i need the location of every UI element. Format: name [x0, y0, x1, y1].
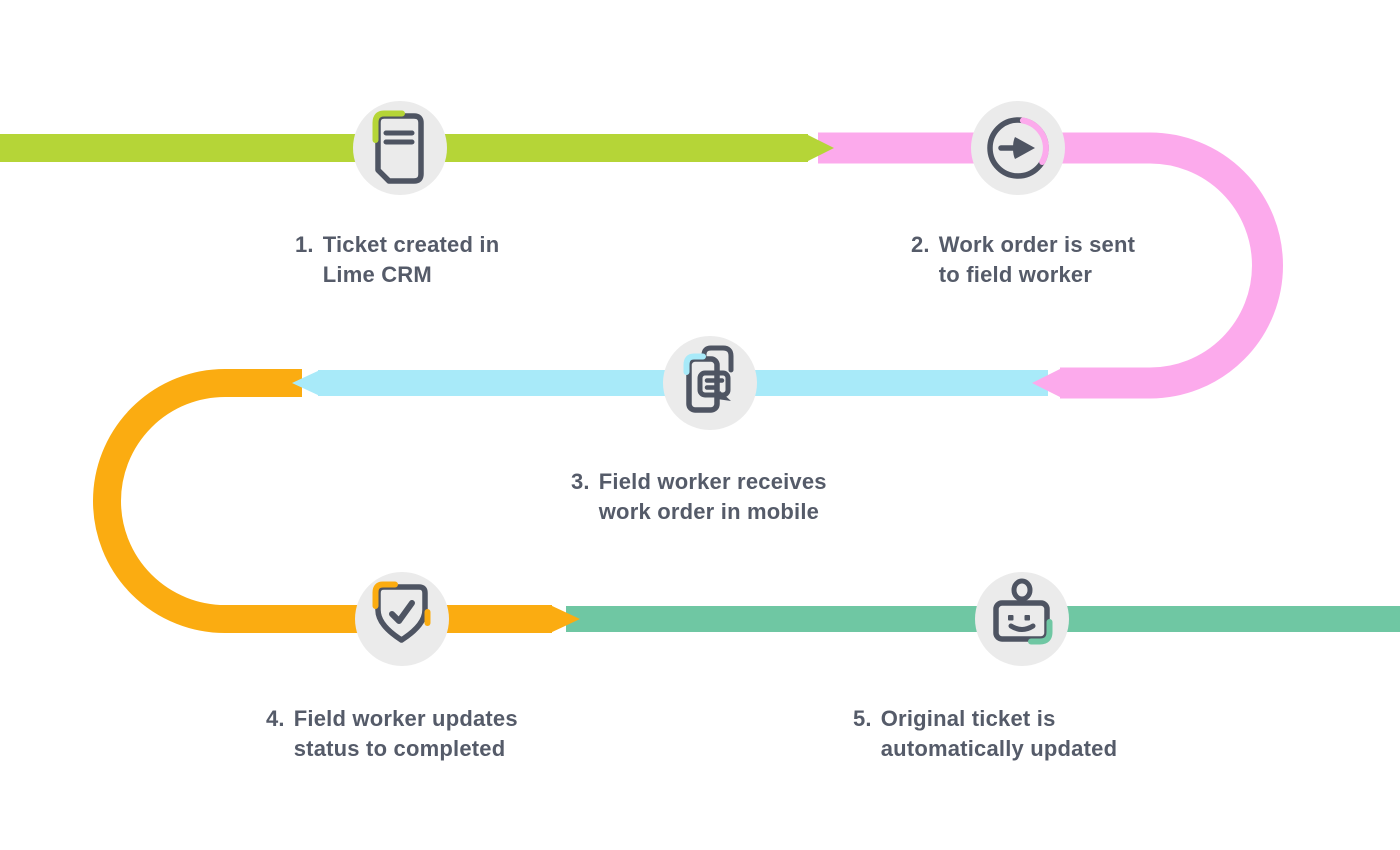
step-1-label: 1. Ticket created in Lime CRM: [295, 230, 499, 290]
step-1-icon-circle: [353, 101, 447, 195]
robot-icon: [975, 572, 1069, 666]
arrow-step3-left: [292, 370, 320, 396]
back-page-outline: [701, 345, 734, 373]
note-text-lines: [383, 130, 415, 145]
step-2-text-line1: Work order is sent: [938, 232, 1136, 257]
step-5-number: 5.: [853, 706, 872, 731]
robot-corner-accent: [1028, 619, 1053, 645]
step-4-label: 4. Field worker updates status to comple…: [266, 704, 518, 764]
step-5-text-line2: automatically updated: [880, 736, 1118, 761]
step-1-number: 1.: [295, 232, 314, 257]
step-1-text-line1: Ticket created in: [322, 232, 500, 257]
note-icon: [353, 101, 447, 195]
step-5-text-line1: Original ticket is: [880, 706, 1056, 731]
send-arc-accent: [1019, 117, 1049, 165]
robot-eye-left: [1008, 615, 1014, 621]
step-2-text-line2: to field worker: [938, 262, 1093, 287]
flow-segment-step4: [93, 369, 552, 633]
send-arrow-head: [1013, 137, 1035, 159]
document-chat-icon: [663, 336, 757, 430]
arrow-step4-right: [550, 605, 580, 633]
send-icon: [971, 101, 1065, 195]
arrow-step2-left: [1032, 368, 1062, 398]
step-3-label: 3. Field worker receives work order in m…: [571, 467, 827, 527]
step-1-text-line2: Lime CRM: [322, 262, 432, 287]
step-3-number: 3.: [571, 469, 590, 494]
note-corner-accent: [372, 110, 405, 143]
step-5-icon-circle: [975, 572, 1069, 666]
step-2-label: 2. Work order is sent to field worker: [911, 230, 1135, 290]
robot-smile: [1008, 623, 1036, 632]
step-4-text-line1: Field worker updates: [293, 706, 518, 731]
flow-segment-step2: [818, 132, 1283, 399]
step-3-text-line2: work order in mobile: [598, 499, 820, 524]
chat-bubble: [697, 370, 731, 398]
step-5-label: 5. Original ticket is automatically upda…: [853, 704, 1117, 764]
page-corner-accent: [683, 353, 706, 375]
step-4-icon-circle: [355, 572, 449, 666]
step-3-icon-circle: [663, 336, 757, 430]
arrow-step1-right: [806, 134, 834, 162]
step-2-number: 2.: [911, 232, 930, 257]
chat-bubble-lines: [704, 378, 725, 390]
robot-eye-right: [1024, 615, 1030, 621]
shield-check-icon: [355, 572, 449, 666]
shield-corner-accent: [372, 581, 398, 609]
check-mark: [389, 600, 415, 624]
step-3-text-line1: Field worker receives: [598, 469, 827, 494]
icon-circle-bg: [975, 572, 1069, 666]
step-4-text-line2: status to completed: [293, 736, 506, 761]
step-4-number: 4.: [266, 706, 285, 731]
step-2-icon-circle: [971, 101, 1065, 195]
